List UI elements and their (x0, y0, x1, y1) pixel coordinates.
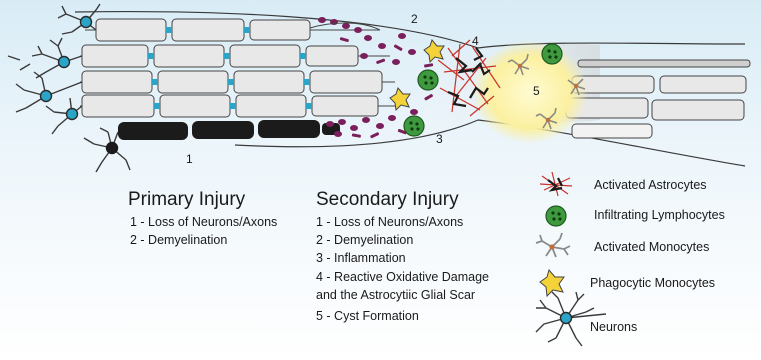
marker-5: 5 (533, 84, 540, 98)
marker-3: 3 (436, 132, 443, 146)
legend-label-phagocytic-monocytes: Phagocytic Monocytes (590, 276, 715, 290)
activated-monocyte-icon (536, 233, 570, 257)
secondary-item-4: 4 - Reactive Oxidative Damage (316, 270, 489, 285)
secondary-injury-heading: Secondary Injury (316, 189, 459, 211)
cyst (472, 40, 588, 144)
myelinated-axons (80, 19, 400, 117)
legend-label-neurons: Neurons (590, 320, 637, 334)
legend-label-activated-monocytes: Activated Monocytes (594, 240, 709, 254)
primary-item-1: 1 - Loss of Neurons/Axons (130, 215, 277, 230)
infiltrating-lymphocyte-icon (546, 206, 566, 226)
secondary-item-3: 3 - Inflammation (316, 251, 406, 266)
neuron-icon (536, 292, 606, 346)
secondary-item-2: 2 - Demyelination (316, 233, 413, 248)
primary-injury-heading: Primary Injury (128, 189, 245, 211)
activated-astrocyte-icon (540, 172, 572, 196)
marker-4: 4 (472, 34, 479, 48)
lost-axon (118, 120, 340, 140)
secondary-item-4-cont: and the Astrocytiic Glial Scar (316, 288, 475, 303)
secondary-item-1: 1 - Loss of Neurons/Axons (316, 215, 463, 230)
primary-item-2: 2 - Demyelination (130, 233, 227, 248)
legend-label-infiltrating-lymphocytes: Infiltrating Lymphocytes (594, 208, 725, 222)
marker-2: 2 (411, 12, 418, 26)
secondary-item-5: 5 - Cyst Formation (316, 309, 419, 324)
marker-1: 1 (186, 152, 193, 166)
legend-label-activated-astrocytes: Activated Astrocytes (594, 178, 707, 192)
